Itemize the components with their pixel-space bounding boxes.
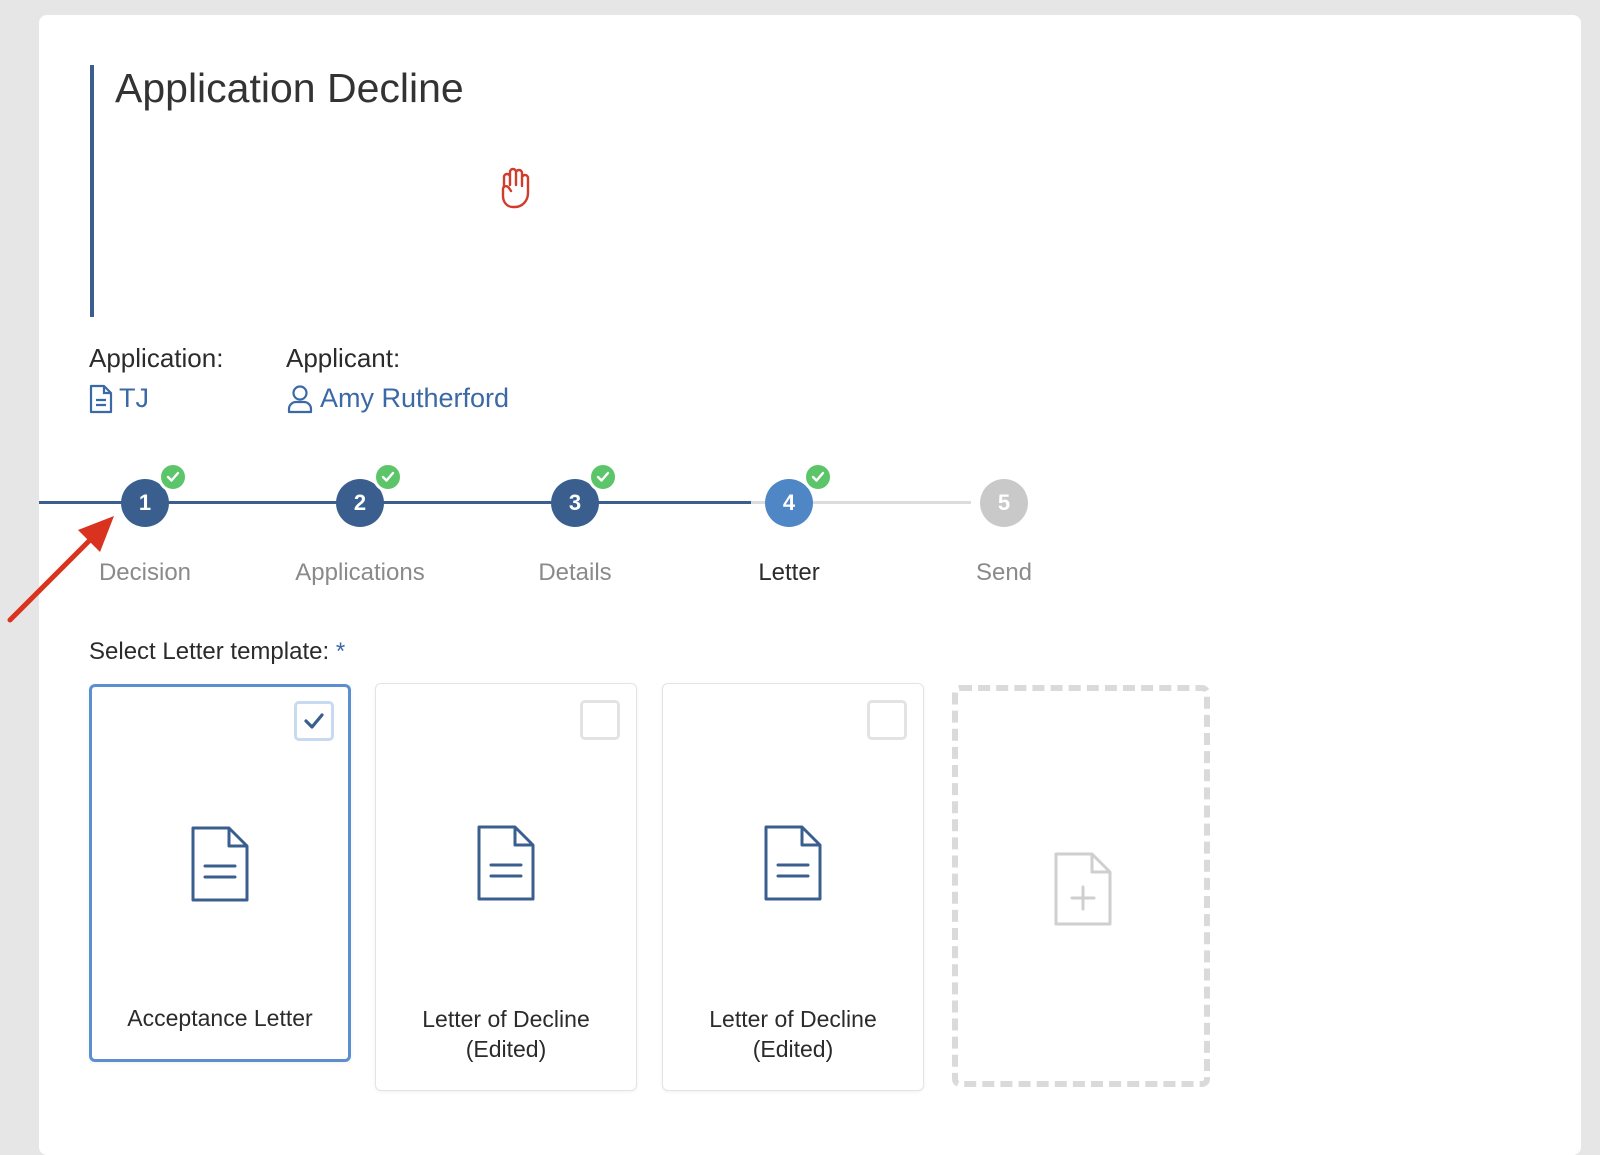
template-checkbox[interactable] (867, 700, 907, 740)
file-plus-icon (1054, 852, 1112, 926)
applicant-value: Amy Rutherford (320, 383, 510, 413)
application-link[interactable]: TJ (89, 383, 149, 414)
application-label: Application: (89, 343, 224, 373)
template-checkbox[interactable] (294, 701, 334, 741)
template-title: Letter of Decline (Edited) (422, 1006, 590, 1062)
add-template-card[interactable] (952, 685, 1210, 1087)
template-title: Letter of Decline (Edited) (709, 1006, 877, 1062)
document-icon (89, 384, 113, 413)
step-3-label[interactable]: Details (538, 559, 612, 586)
title-accent-bar (90, 65, 94, 317)
step-2-label[interactable]: Applications (295, 559, 425, 586)
step-4-circle[interactable]: 4 (765, 479, 813, 527)
page-title: Application Decline (115, 65, 464, 111)
template-card-decline-2[interactable]: Letter of Decline (Edited) (662, 683, 924, 1091)
template-card-acceptance[interactable]: Acceptance Letter (89, 684, 351, 1062)
step-1-label[interactable]: Decision (98, 559, 192, 586)
user-icon (287, 384, 313, 413)
checkmark-icon (304, 713, 324, 729)
main-panel: Application Decline Application: TJ Appl… (39, 15, 1581, 1155)
step-3-circle[interactable]: 3 (551, 479, 599, 527)
step-2-circle[interactable]: 2 (336, 479, 384, 527)
template-section-label: Select Letter template: * (89, 638, 346, 665)
applicant-link[interactable]: Amy Rutherford (286, 383, 509, 414)
template-title: Acceptance Letter (127, 1005, 313, 1031)
hand-stop-icon (501, 167, 530, 209)
step-1-circle[interactable]: 1 (121, 479, 169, 527)
template-checkbox[interactable] (580, 700, 620, 740)
required-marker: * (335, 638, 346, 665)
document-icon (477, 825, 535, 901)
application-value: TJ (119, 383, 149, 413)
step-5-circle[interactable]: 5 (980, 479, 1028, 527)
document-icon (764, 825, 822, 901)
step-4-label[interactable]: Letter (758, 559, 820, 586)
document-icon (191, 826, 249, 902)
template-card-decline-1[interactable]: Letter of Decline (Edited) (375, 683, 637, 1091)
applicant-label: Applicant: (286, 343, 401, 373)
step-5-label[interactable]: Send (975, 559, 1033, 586)
